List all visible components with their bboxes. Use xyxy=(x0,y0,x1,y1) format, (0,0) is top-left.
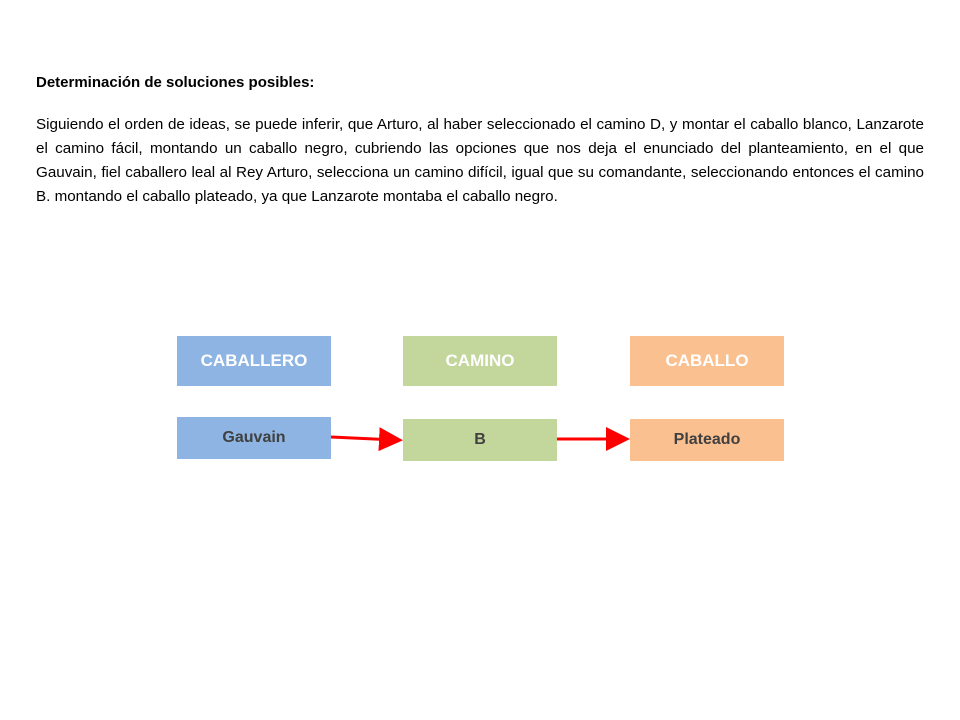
value-box-gauvain: Gauvain xyxy=(177,417,331,459)
arrow-gauvain-to-b xyxy=(330,427,403,452)
header-box-camino: CAMINO xyxy=(403,336,557,386)
body-paragraph: Siguiendo el orden de ideas, se puede in… xyxy=(36,116,933,205)
header-box-caballero: CABALLERO xyxy=(177,336,331,386)
value-box-camino-b: B xyxy=(403,419,557,461)
section-heading: Determinación de soluciones posibles: xyxy=(36,74,315,91)
value-box-plateado: Plateado xyxy=(630,419,784,461)
header-box-caballo: CABALLO xyxy=(630,336,784,386)
